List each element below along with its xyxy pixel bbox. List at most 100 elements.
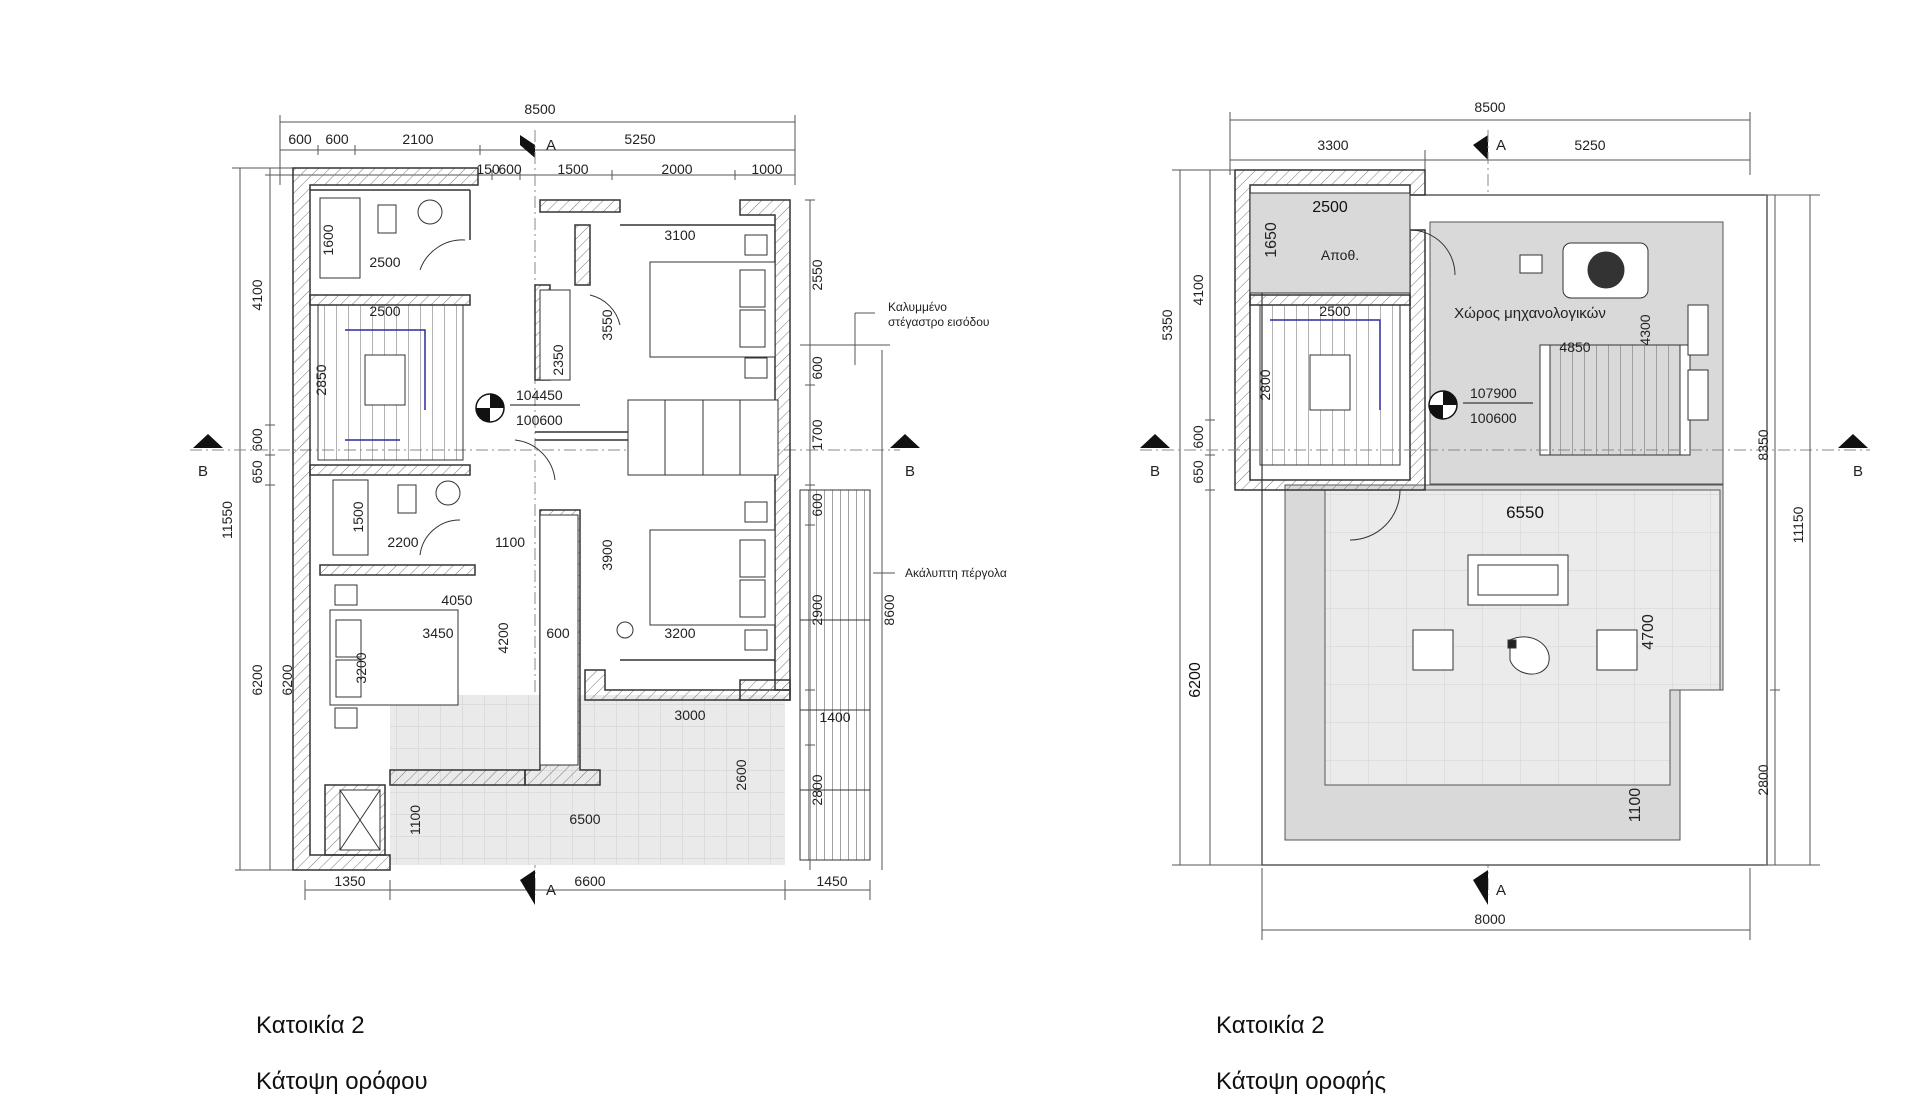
left-height-650: 650 xyxy=(249,460,265,484)
left-top-dim2-4: 2000 xyxy=(661,161,692,177)
right-level-2: 100600 xyxy=(1470,410,1517,426)
terrace-furniture xyxy=(1412,554,1638,675)
left-level-1: 104450 xyxy=(516,387,563,403)
left-beds xyxy=(329,234,776,729)
left-inner-height-6200: 6200 xyxy=(279,664,295,695)
right-roof-plan: 8500 3300 5250 A 2500 1650 Αποθ. 2500 28… xyxy=(1140,99,1870,940)
right-level-1: 107900 xyxy=(1470,385,1517,401)
left-height-6200: 6200 xyxy=(249,664,265,695)
terrace-dim-6550: 6550 xyxy=(1506,503,1544,522)
room-dim-3100: 3100 xyxy=(664,227,695,243)
annotation-covered-canopy-line2: στέγαστρο εισόδου xyxy=(888,315,989,329)
left-bathroom-fixtures xyxy=(319,197,461,851)
right-bottom-dim-8000: 8000 xyxy=(1474,911,1505,927)
right-right-dimension-lines xyxy=(1765,194,1820,866)
left-level-marker xyxy=(475,393,580,423)
right-top-dim-3300: 3300 xyxy=(1317,137,1348,153)
section-a-top-label: A xyxy=(546,137,556,154)
section-b-right-label: B xyxy=(905,463,915,480)
room-dim-3450: 3450 xyxy=(422,625,453,641)
left-height-600: 600 xyxy=(249,428,265,452)
right-dim-11150: 11150 xyxy=(1790,506,1806,543)
left-level-2: 100600 xyxy=(516,412,563,428)
right-dim-2800: 2800 xyxy=(809,774,825,805)
left-top-dim2-3: 1500 xyxy=(557,161,588,177)
section-b-left-marker xyxy=(193,434,223,448)
room-dim-6500: 6500 xyxy=(569,811,600,827)
right-top-dim-5250: 5250 xyxy=(1574,137,1605,153)
right-overall-width: 8500 xyxy=(1474,99,1505,115)
storage-dim-2500: 2500 xyxy=(1312,199,1348,216)
storage-room xyxy=(1249,192,1411,294)
right-stair-void xyxy=(1309,354,1351,411)
right-left-dim-5350: 5350 xyxy=(1159,309,1175,340)
right-left-dim-600: 600 xyxy=(1190,425,1206,449)
right-section-a-top-marker xyxy=(1473,135,1488,160)
left-bottom-dimension-lines xyxy=(304,880,871,900)
room-dim-1100b: 1100 xyxy=(407,805,423,835)
room-dim-3000: 3000 xyxy=(674,707,705,723)
left-floor-plan: 8500 600 600 2100 5250 150 600 1500 2000… xyxy=(190,101,1007,905)
right-section-b-left-label: B xyxy=(1150,463,1160,480)
left-top-dim-4: 5250 xyxy=(624,131,655,147)
right-dim-600a: 600 xyxy=(809,356,825,380)
right-left-dimension-lines xyxy=(1172,169,1262,866)
right-dim-1700: 1700 xyxy=(809,419,825,450)
right-dim-8600: 8600 xyxy=(881,594,897,625)
left-overall-height: 11550 xyxy=(219,501,235,539)
bottom-dim-1450: 1450 xyxy=(816,873,847,889)
right-section-b-left-marker xyxy=(1140,434,1170,448)
right-section-b-right-label: B xyxy=(1853,463,1863,480)
right-top-dimension-lines xyxy=(1229,112,1751,175)
mech-dim-4300: 4300 xyxy=(1637,314,1653,345)
room-dim-3900: 3900 xyxy=(599,539,615,570)
right-plan-title: Κατοικία 2 xyxy=(1216,1012,1325,1039)
right-section-b-right-marker xyxy=(1838,434,1868,448)
annotation-covered-canopy-line1: Καλυμμένο xyxy=(888,300,947,314)
room-dim-2850: 2850 xyxy=(313,364,329,395)
left-right-dimension-lines xyxy=(800,199,890,870)
section-b-right-marker xyxy=(890,434,920,448)
right-section-a-top-label: A xyxy=(1496,137,1506,154)
room-dim-2600: 2600 xyxy=(733,759,749,790)
room-dim-2200: 2200 xyxy=(387,534,418,550)
storage-dim-1650: 1650 xyxy=(1263,222,1280,258)
left-vertical-dimension-lines xyxy=(232,167,300,871)
left-plan-subtitle: Κάτοψη ορόφου xyxy=(256,1068,428,1095)
left-top-dim2-5: 1000 xyxy=(751,161,782,177)
left-overall-width: 8500 xyxy=(524,101,555,117)
right-level-marker xyxy=(1428,390,1533,420)
room-dim-3550: 3550 xyxy=(599,309,615,340)
right-left-dim-650: 650 xyxy=(1190,460,1206,484)
left-top-dim-3: 2100 xyxy=(402,131,433,147)
room-dim-3200a: 3200 xyxy=(353,652,369,683)
bottom-dim-6600: 6600 xyxy=(574,873,605,889)
left-top-dim-2: 600 xyxy=(325,131,349,147)
left-top-dim2-1: 150 xyxy=(476,161,500,177)
right-dim-600b: 600 xyxy=(809,493,825,517)
left-height-4100: 4100 xyxy=(249,279,265,310)
room-dim-2500a: 2500 xyxy=(369,254,400,270)
right-door-arc-1 xyxy=(1409,229,1456,276)
room-dim-1600: 1600 xyxy=(320,224,336,255)
right-dim-2550: 2550 xyxy=(809,259,825,290)
terrace-dim-4700: 4700 xyxy=(1640,614,1657,650)
right-door-arc-2 xyxy=(1349,489,1401,541)
terrace-dim-1100: 1100 xyxy=(1627,788,1644,823)
room-dim-2500b: 2500 xyxy=(369,303,400,319)
room-dim-3200b: 3200 xyxy=(664,625,695,641)
room-dim-600: 600 xyxy=(546,625,570,641)
room-dim-4050: 4050 xyxy=(441,592,472,608)
right-dim-2800: 2800 xyxy=(1755,764,1771,795)
mechanical-equipment xyxy=(1519,242,1709,456)
right-bottom-dimension-lines xyxy=(1261,868,1751,940)
storage-label: Αποθ. xyxy=(1321,247,1359,263)
right-section-a-bottom-marker xyxy=(1473,870,1488,905)
right-dim-2900: 2900 xyxy=(809,594,825,625)
right-left-dim-4100: 4100 xyxy=(1190,274,1206,305)
left-top-dim2-2: 600 xyxy=(498,161,522,177)
annotation-pergola: Ακάλυπτη πέργολα xyxy=(905,566,1007,580)
section-a-bottom-label: A xyxy=(546,882,556,899)
right-stair-arrow xyxy=(1270,319,1381,410)
